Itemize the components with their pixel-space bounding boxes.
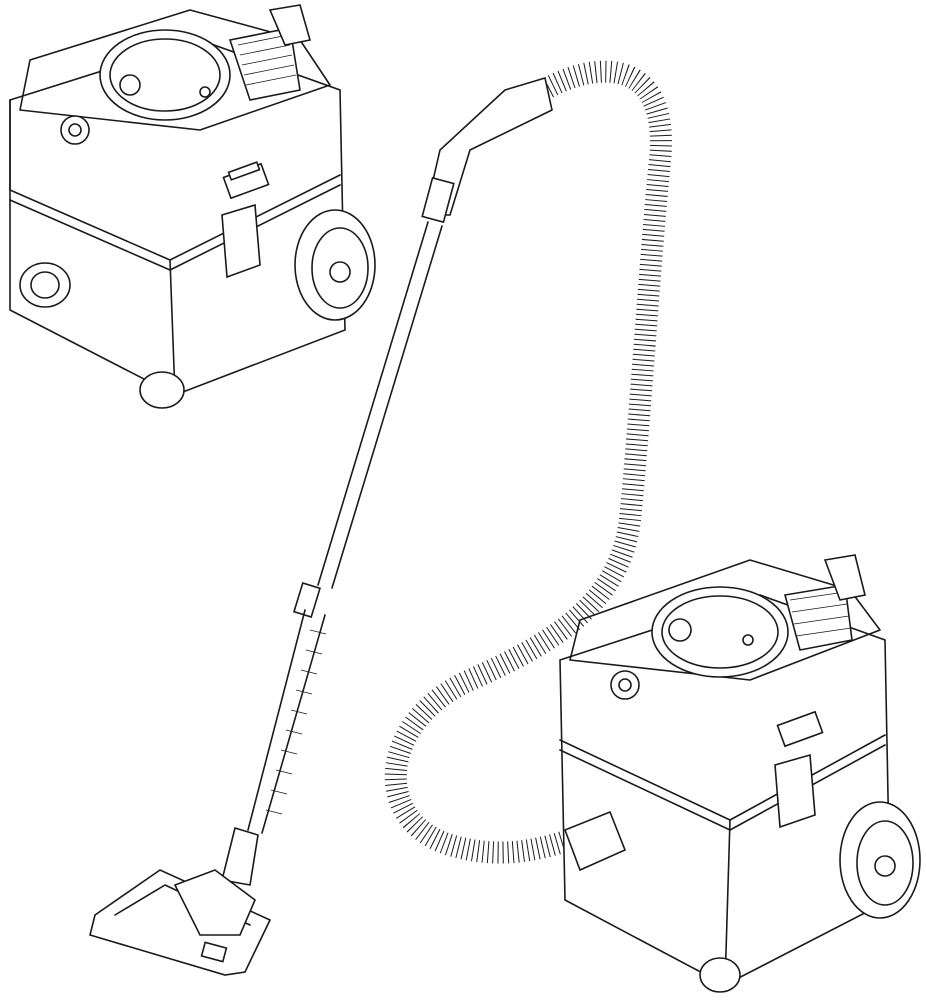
hose <box>384 60 672 864</box>
vacuum-unit-1 <box>9 4 376 409</box>
vacuum-unit-2 <box>559 554 921 993</box>
brand-logo-plate-1 <box>227 161 261 181</box>
brand-logo-plate-2 <box>776 710 824 748</box>
suction-wand <box>247 221 443 834</box>
hose-handle <box>421 76 553 224</box>
floor-nozzle <box>89 826 272 976</box>
